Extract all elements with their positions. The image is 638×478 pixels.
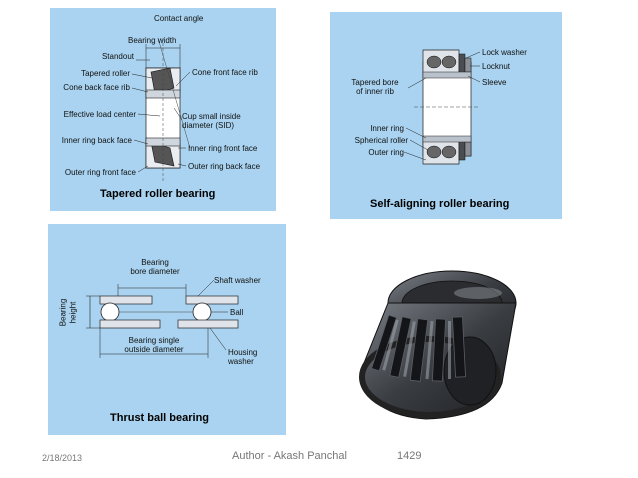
label-tapered-bore-1: Tapered bore: [351, 78, 399, 87]
label-cup-sid-1: Cup small inside: [182, 112, 241, 121]
self-aligning-roller-bearing-diagram: [403, 49, 481, 165]
footer-page-number: 1429: [397, 450, 422, 462]
label-sleeve: Sleeve: [482, 78, 507, 87]
label-outer-ring-back-face: Outer ring back face: [188, 162, 261, 171]
label-ball: Ball: [230, 308, 244, 317]
label-spherical-roller: Spherical roller: [354, 136, 408, 145]
label-contact-angle: Contact angle: [154, 14, 204, 23]
label-bore-2: bore diameter: [130, 267, 180, 276]
label-housing-2: washer: [228, 357, 254, 366]
label-inner-ring: Inner ring: [370, 124, 404, 133]
label-tapered-roller: Tapered roller: [81, 69, 130, 78]
label-inner-ring-back-face: Inner ring back face: [61, 136, 132, 145]
label-outer-ring: Outer ring: [368, 148, 404, 157]
label-cup-sid-2: diameter (SID): [182, 121, 235, 130]
self-aligning-roller-bearing-panel: Lock washer Locknut Sleeve Tapered bore …: [330, 12, 562, 219]
label-housing-1: Housing: [228, 348, 258, 357]
needle-bearing-image: [359, 270, 517, 420]
label-lock-washer: Lock washer: [482, 48, 527, 57]
tapered-roller-bearing-diagram: [131, 37, 191, 183]
label-locknut: Locknut: [482, 62, 511, 71]
label-inner-ring-front-face: Inner ring front face: [188, 144, 258, 153]
thrust-caption: Thrust ball bearing: [110, 412, 210, 424]
label-cone-front-face-rib: Cone front face rib: [192, 68, 258, 77]
label-cone-back-face-rib: Cone back face rib: [63, 83, 130, 92]
needle-bearing-photo: [340, 255, 530, 430]
label-shaft-washer: Shaft washer: [214, 276, 261, 285]
label-tapered-bore-2: of inner rib: [356, 87, 394, 96]
self-aligning-caption: Self-aligning roller bearing: [370, 198, 510, 210]
footer-author: Author - Akash Panchal: [232, 450, 347, 462]
label-outer-ring-front-face: Outer ring front face: [64, 168, 136, 177]
label-height-2: height: [68, 301, 78, 324]
thrust-ball-bearing-diagram: [86, 279, 239, 358]
label-outside-1: Bearing single: [128, 336, 180, 345]
tapered-caption: Tapered roller bearing: [100, 188, 216, 200]
tapered-roller-bearing-panel: Contact angle Bearing width Standout Tap…: [50, 8, 276, 211]
label-standout: Standout: [101, 52, 134, 61]
label-height-1: Bearing: [58, 298, 68, 327]
label-bearing-width: Bearing width: [128, 36, 177, 45]
label-outside-2: outside diameter: [124, 345, 184, 354]
label-bore-1: Bearing: [141, 258, 169, 267]
thrust-ball-bearing-panel: Bearing bore diameter Shaft washer Ball …: [48, 224, 286, 435]
footer-date: 2/18/2013: [42, 453, 83, 463]
label-effective-load-center: Effective load center: [63, 110, 136, 119]
